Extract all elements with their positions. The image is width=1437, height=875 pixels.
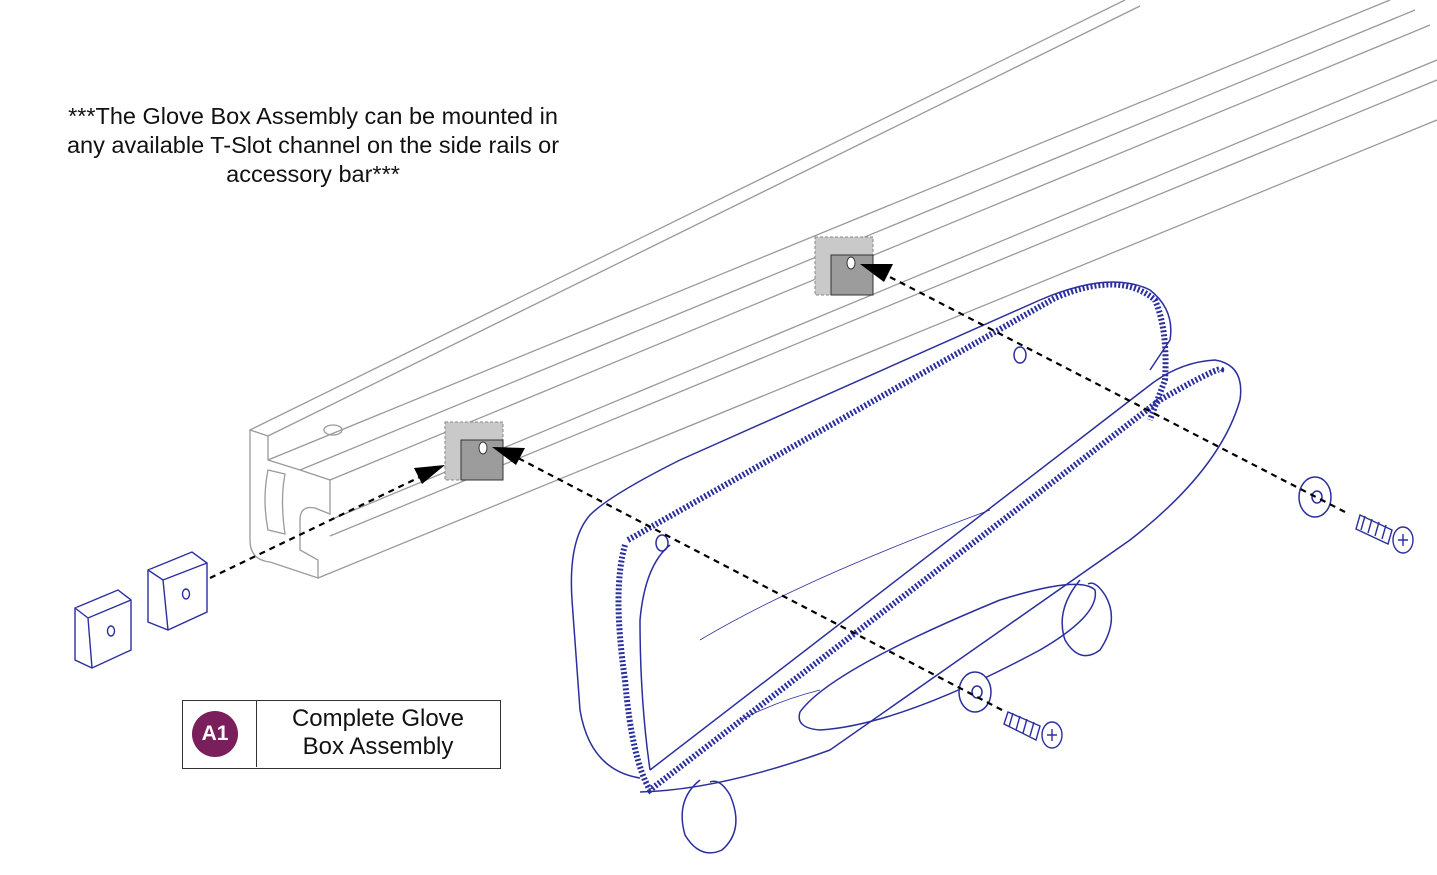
- arrowhead-lower: [492, 447, 525, 465]
- mounting-note-line-2: any available T-Slot channel on the side…: [66, 132, 560, 158]
- loose-tnut-2: [147, 551, 208, 631]
- part-callout-badge: A1: [192, 711, 238, 757]
- rail-top-edge-2: [267, 5, 1141, 437]
- rail-groove-3: [329, 24, 1431, 481]
- rail-mounting-hole: [323, 424, 343, 436]
- glove-box-lid-oval: [798, 583, 1097, 731]
- loose-tnut-1: [74, 589, 132, 669]
- legend-label: Complete Glove Box Assembly: [257, 705, 499, 761]
- assembly-leader-lines: [209, 274, 1346, 711]
- glove-box: [570, 281, 1242, 854]
- glove-box-zipper-back: [626, 281, 1169, 543]
- leader-line-nut: [209, 476, 421, 579]
- rail-top-edge-1: [249, 0, 1126, 431]
- rail-groove-1: [267, 0, 1391, 461]
- screw-1: [1003, 711, 1063, 749]
- rail-bottom-edge: [317, 119, 1437, 579]
- legend-label-line-2: Box Assembly: [302, 733, 454, 760]
- arrowhead-upper: [860, 264, 893, 282]
- glove-box-front-panel: [639, 544, 671, 771]
- legend-badge-cell: A1: [183, 701, 257, 767]
- rail-end-profile: [249, 429, 331, 579]
- screw-2: [1355, 514, 1414, 554]
- assembly-arrowheads: [414, 264, 893, 484]
- leader-line-upper: [885, 274, 1346, 513]
- glove-box-grommet-1: [655, 534, 669, 552]
- glove-box-zipper-front: [615, 366, 1225, 795]
- mounting-note-line-1: ***The Glove Box Assembly can be mounted…: [68, 103, 558, 129]
- glove-box-crease-2: [739, 689, 821, 721]
- rail-tnut-1: [444, 421, 504, 481]
- glove-box-front-shell: [639, 359, 1242, 793]
- part-legend: A1 Complete Glove Box Assembly: [182, 700, 501, 769]
- glove-box-pull-loop-1: [681, 779, 737, 854]
- mounting-note-line-3: accessory bar***: [226, 161, 400, 187]
- glove-box-grommet-2: [1013, 346, 1027, 364]
- glove-box-pull-loop-2: [1061, 579, 1113, 657]
- glove-box-back-shell: [570, 281, 1172, 779]
- mounting-note: ***The Glove Box Assembly can be mounted…: [0, 102, 626, 189]
- glove-box-crease-1: [699, 509, 991, 641]
- leader-line-lower: [517, 457, 1003, 711]
- washer-1: [958, 671, 992, 713]
- rail-groove-4: [329, 59, 1437, 521]
- arrowhead-nut: [414, 465, 445, 484]
- legend-label-line-1: Complete Glove: [291, 705, 465, 732]
- rail-end-slot: [264, 469, 286, 535]
